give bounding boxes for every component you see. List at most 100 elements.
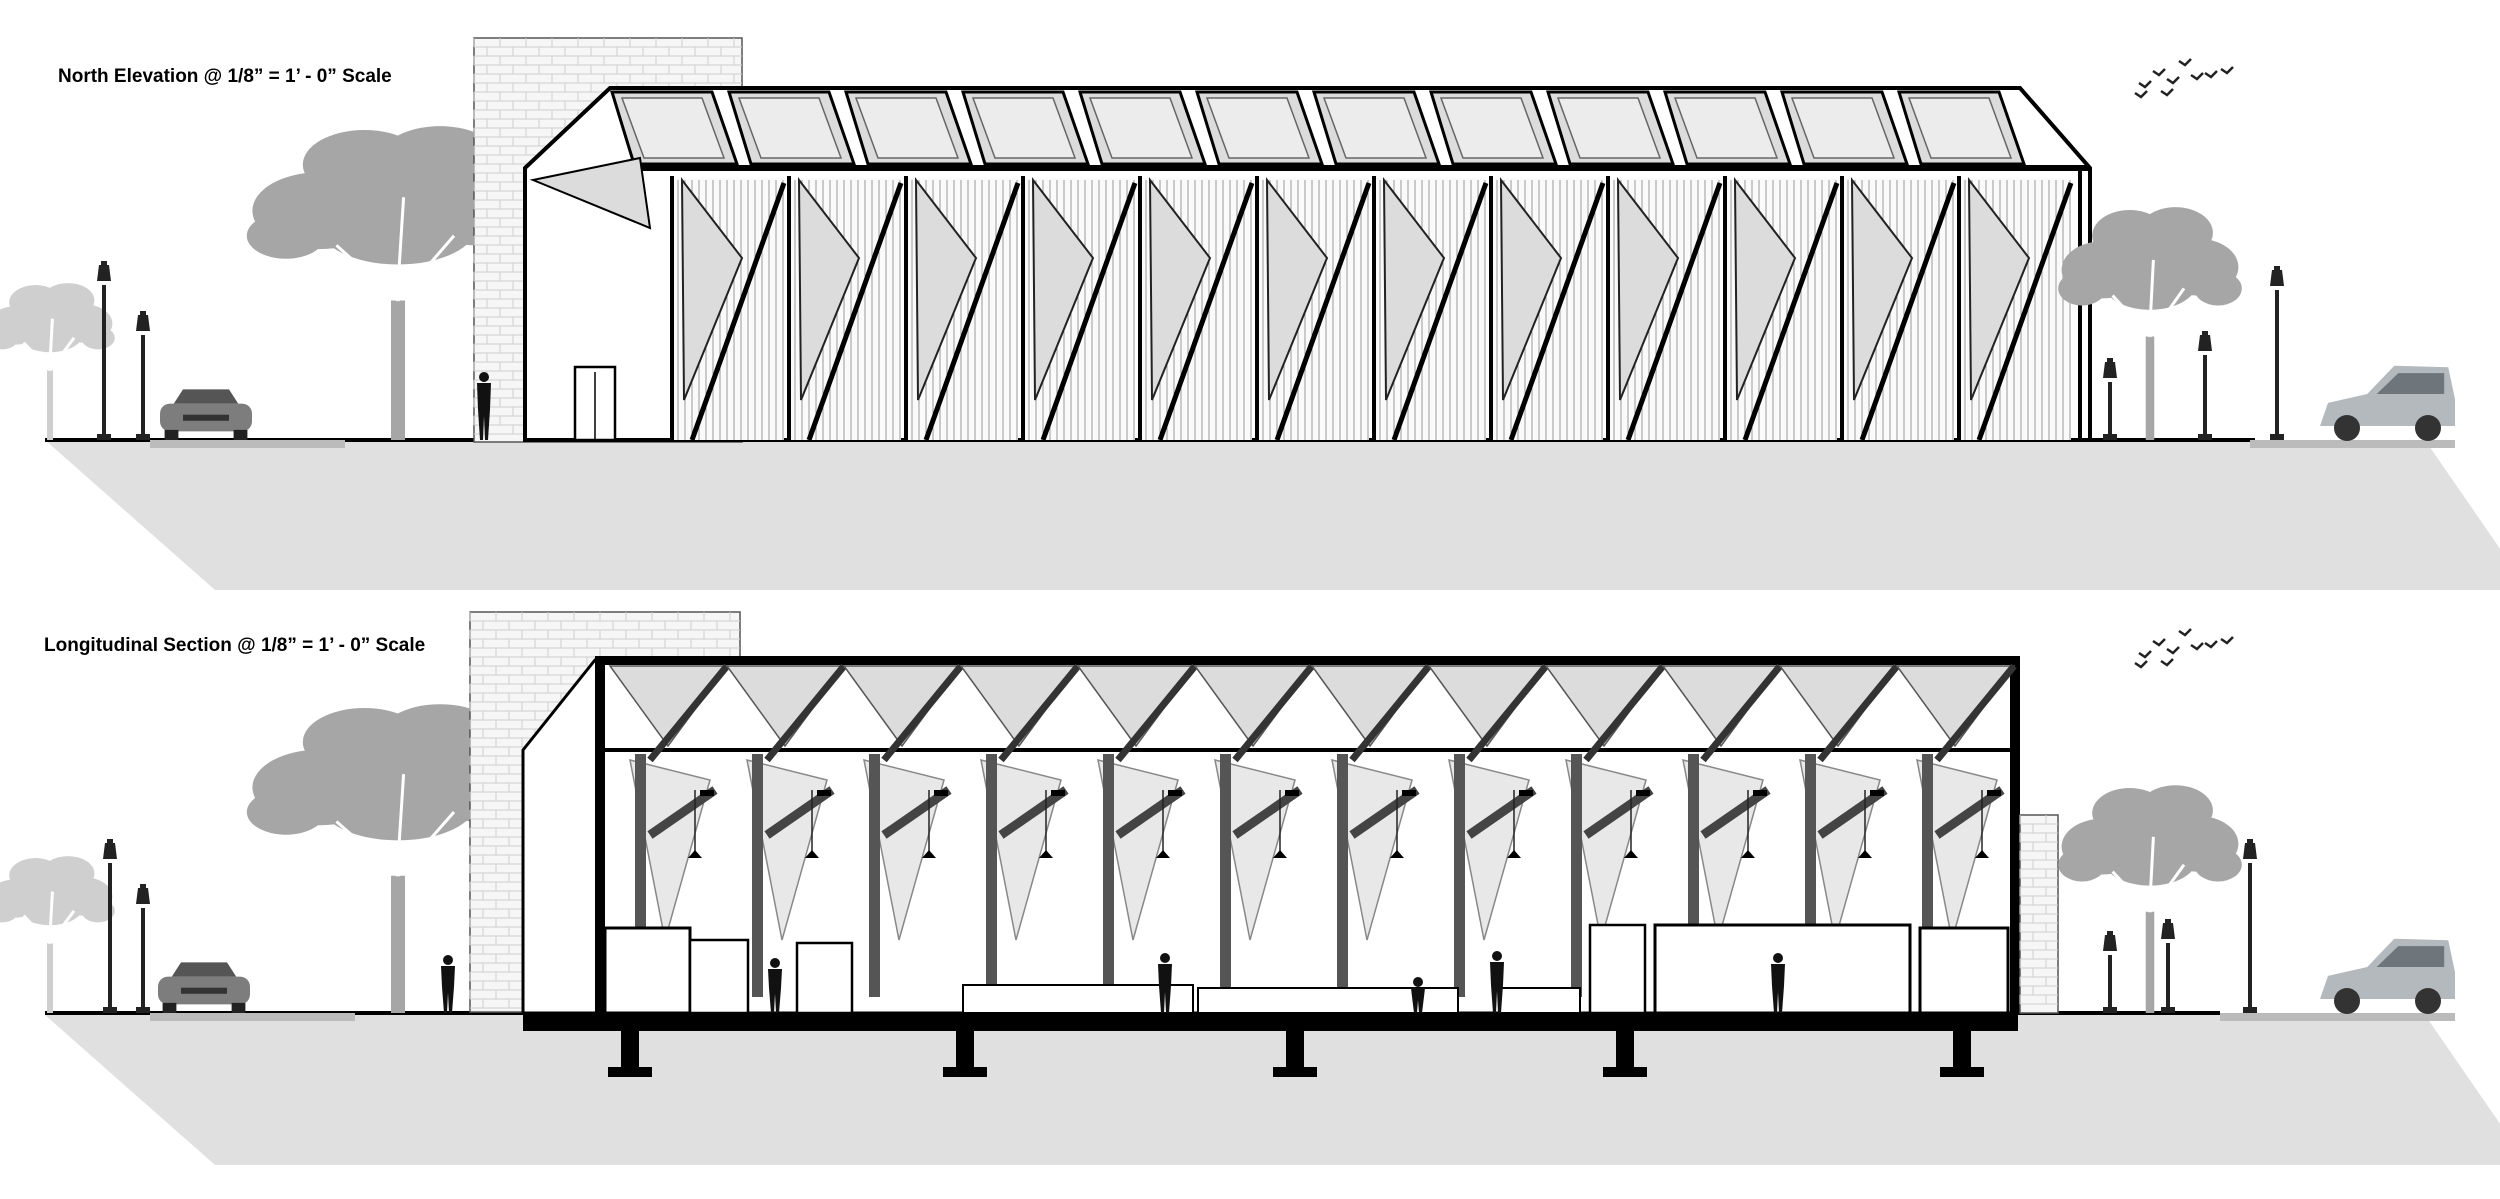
tree-crown [2102, 829, 2198, 886]
lamp-pole [2248, 863, 2252, 1013]
bird [2178, 628, 2192, 637]
person-body [1771, 964, 1785, 1013]
foundation-pier-icon [943, 1031, 987, 1077]
lamp-pole [2108, 955, 2112, 1013]
person-silhouette-icon [1490, 951, 1504, 1013]
lamp-base [2243, 1007, 2257, 1013]
lamp-pole [108, 863, 112, 1013]
diagonal-brace [1508, 182, 1606, 441]
counter [1499, 987, 1581, 1014]
interior-column [1220, 754, 1231, 997]
pendant-lamp-icon [805, 850, 819, 858]
bird [2220, 636, 2234, 645]
bird [2220, 66, 2234, 75]
tree-crown [16, 313, 84, 353]
glazing-triangle [1850, 177, 1914, 401]
door-icon [1588, 923, 1647, 1015]
lamp-pole [2166, 943, 2170, 1013]
skylight-pane [854, 97, 960, 159]
pier-stem [1953, 1031, 1971, 1069]
car-wheel [164, 429, 179, 440]
interior-column [752, 754, 763, 997]
bracket [1870, 790, 1884, 796]
tree-icon [2058, 785, 2242, 1013]
lamp-base [2103, 434, 2117, 440]
street-lamp-icon [97, 261, 111, 440]
brick-joints [2019, 815, 2058, 1005]
pier-stem [1616, 1031, 1634, 1069]
roof-truss-bay [1076, 663, 1198, 997]
curb [2220, 1013, 2455, 1021]
facade-bay [1489, 176, 1606, 441]
pier-footing [943, 1067, 987, 1077]
car-window [2376, 373, 2445, 394]
glazing-triangle [1967, 177, 2031, 401]
person-body [768, 969, 782, 1013]
person-head [479, 372, 489, 382]
bracket [1753, 790, 1767, 796]
tree-crown [81, 899, 115, 923]
bird [2160, 658, 2174, 667]
lamp-base [103, 1007, 117, 1013]
interior-column [1922, 754, 1933, 997]
tree-crown [2058, 271, 2106, 306]
lamp-cap [2274, 266, 2280, 271]
bird [2166, 646, 2180, 655]
tree-trunk [2145, 911, 2155, 1013]
interior-column [1337, 754, 1348, 997]
lamp-base [2161, 1007, 2175, 1013]
skylight-pane [1907, 97, 2013, 159]
facade-bay [1957, 176, 2074, 441]
tree-crown [0, 899, 19, 923]
facade-bay [1138, 176, 1255, 441]
lamp-cap [2107, 358, 2113, 363]
skylight-pane [1556, 97, 1662, 159]
section-wall [595, 660, 605, 1013]
pendant-lamp-icon [688, 850, 702, 858]
tree-crown [81, 326, 115, 350]
truss-diagonal [1583, 663, 1666, 763]
person-body [477, 383, 491, 440]
interior-column [1454, 754, 1465, 997]
interior-column [1805, 754, 1816, 997]
tree-trunk [47, 943, 53, 1013]
car-front-icon [158, 962, 250, 1013]
floor-slab [523, 1013, 2018, 1031]
tree-crown [319, 187, 477, 265]
lamp-cap [101, 261, 107, 266]
facade-bay [1255, 176, 1372, 441]
longitudinal-section-title: Longitudinal Section @ 1/8” = 1’ - 0” Sc… [44, 635, 426, 656]
lamp-head [97, 265, 111, 281]
truss-diagonal [1817, 663, 1900, 763]
lamp-pole [141, 335, 145, 440]
facade-bay [1606, 176, 1723, 441]
skylight-pane [1439, 97, 1545, 159]
tree-crown [16, 886, 84, 926]
lamp-base [97, 434, 111, 440]
lamp-head [136, 888, 150, 904]
tree-crown [2138, 785, 2213, 836]
person-silhouette-icon [1158, 953, 1172, 1013]
lamp-cap [2107, 931, 2113, 936]
foundation-pier-icon [1940, 1031, 1984, 1077]
foundation-pier-icon [1273, 1031, 1317, 1077]
curb [150, 1013, 355, 1021]
truss-diagonal [647, 663, 730, 763]
bracket [1168, 790, 1182, 796]
tree-icon [2058, 207, 2242, 440]
lamp-head [2103, 935, 2117, 951]
glazing-triangle [1031, 177, 1095, 401]
car-wheel [162, 1002, 177, 1013]
tree-crown [41, 283, 95, 318]
tree-crown [2194, 271, 2242, 306]
street-lamp-icon [2103, 358, 2117, 440]
pendant-lamp-icon [1624, 850, 1638, 858]
car-front-icon [160, 389, 252, 440]
tree-branches [22, 891, 76, 945]
facade-bay [1723, 176, 1840, 441]
facade-bay [787, 176, 904, 441]
glazing-triangle [1616, 177, 1680, 401]
skylight-pane [1205, 97, 1311, 159]
door-icon [795, 941, 854, 1015]
